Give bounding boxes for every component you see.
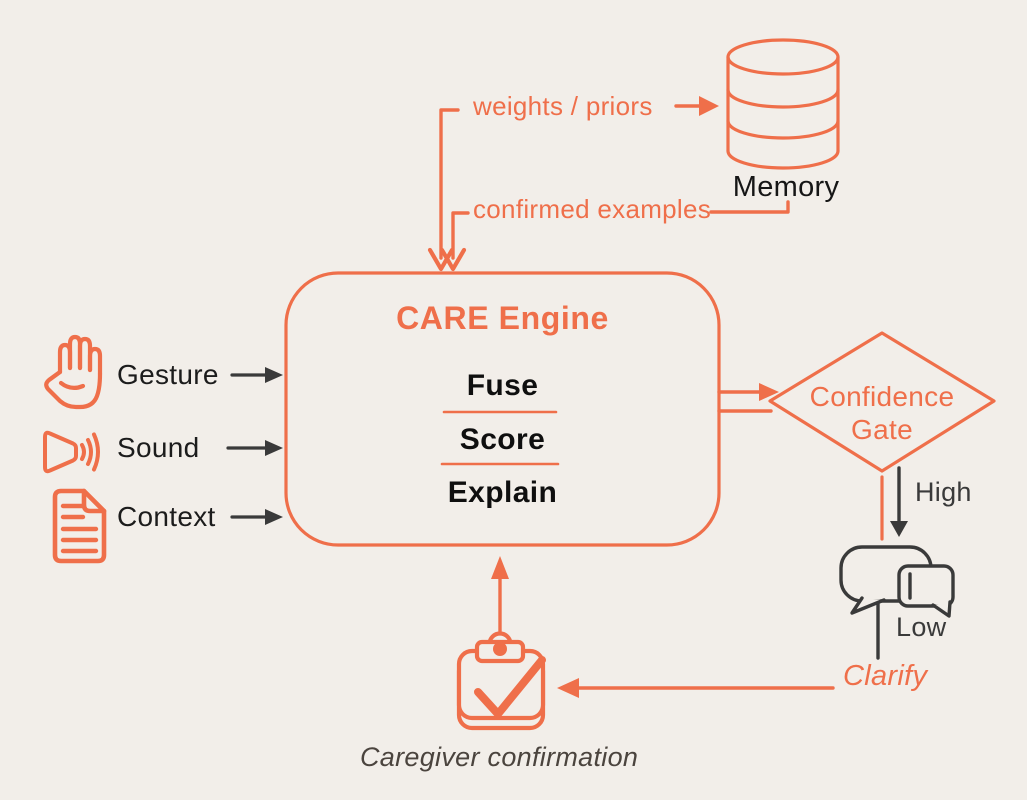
low-branch-label: Low: [896, 612, 947, 642]
input-label-context: Context: [117, 501, 216, 532]
engine-box: [284, 271, 721, 547]
high-branch-connector: [880, 466, 908, 541]
gesture-arrow: [230, 367, 283, 383]
database-cylinder-icon: [726, 38, 840, 170]
engine-step-fuse: Fuse: [466, 369, 539, 402]
caregiver-confirmation-label: Caregiver confirmation: [360, 742, 639, 772]
engine-to-gate-connector: [717, 383, 779, 413]
high-branch-label: High: [915, 477, 972, 507]
sound-arrow: [226, 440, 283, 456]
input-label-gesture: Gesture: [117, 359, 219, 390]
weights-priors-connector: [427, 96, 719, 272]
confidence-gate-label-line1: Confidence: [809, 381, 955, 412]
confirmation-to-engine-connector: [491, 556, 509, 635]
confidence-gate-diamond: [768, 331, 996, 473]
hand-icon: [44, 334, 103, 410]
engine-step-score: Score: [459, 423, 546, 456]
confidence-gate-label: Confidence Gate: [782, 380, 982, 446]
context-arrow: [230, 509, 283, 525]
clipboard-check-icon: [456, 631, 546, 731]
engine-title: CARE Engine: [396, 300, 609, 336]
confirmed-examples-label: confirmed examples: [473, 194, 712, 224]
engine-step-explain: Explain: [447, 476, 558, 509]
document-icon: [52, 488, 107, 564]
chat-bubbles-icon: [839, 545, 955, 618]
confirmed-examples-connector: [439, 200, 790, 272]
input-label-sound: Sound: [117, 432, 200, 463]
speaker-icon: [43, 430, 100, 474]
weights-priors-label: weights / priors: [473, 91, 653, 121]
memory-label: Memory: [732, 171, 840, 203]
clarify-label: Clarify: [843, 660, 928, 692]
clarify-to-confirmation-connector: [557, 678, 835, 698]
confidence-gate-label-line2: Gate: [851, 414, 913, 445]
